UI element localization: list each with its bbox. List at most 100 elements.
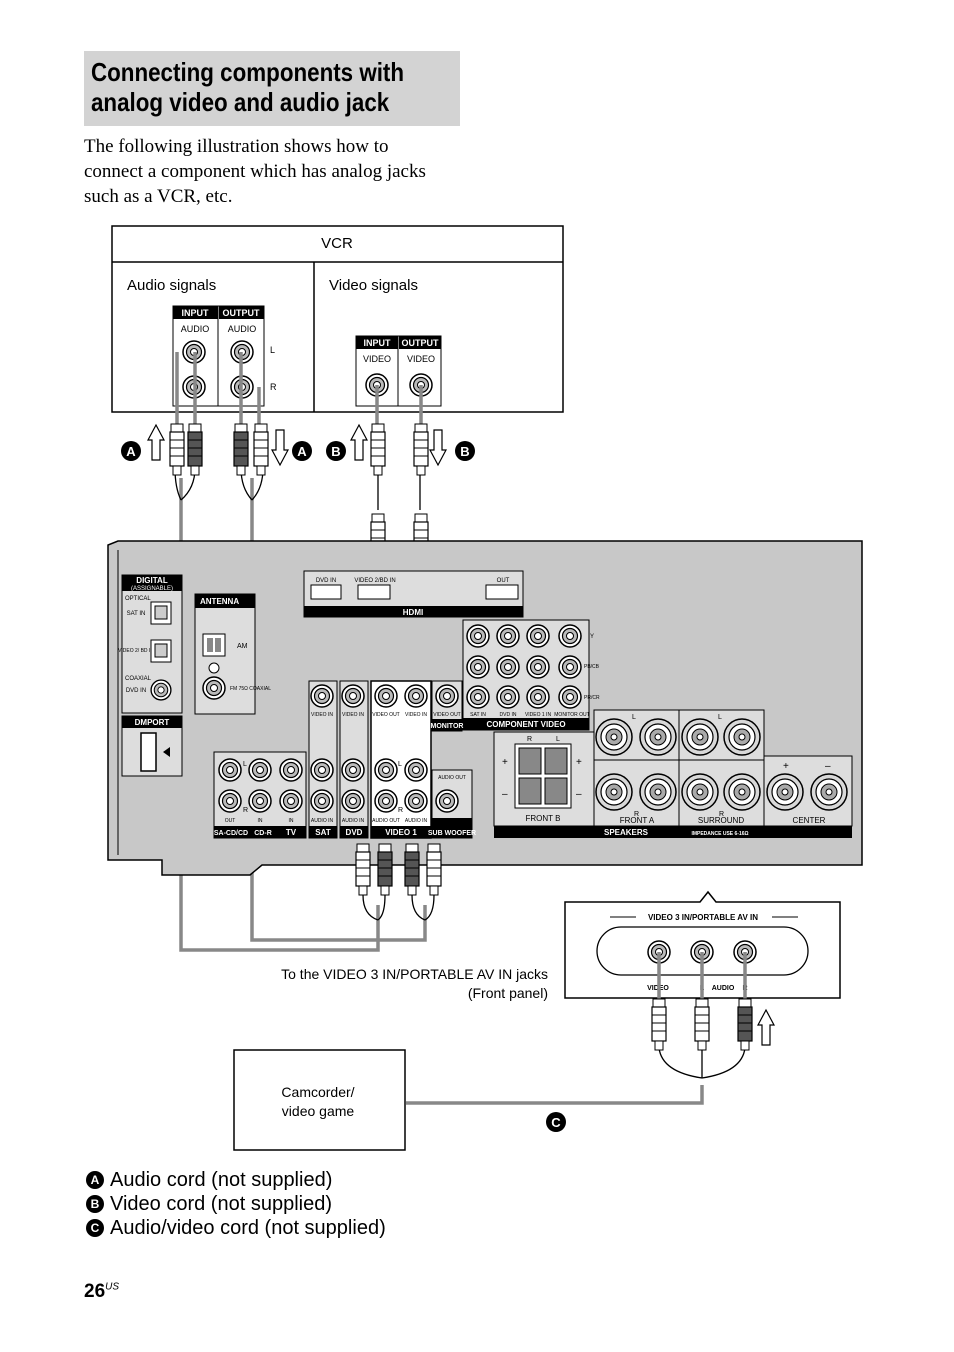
coaxial-dvd-in-label: DVD IN	[126, 688, 146, 694]
sat-video-in-label: VIDEO IN	[311, 712, 333, 718]
am-label: AM	[237, 643, 248, 650]
vcr-title: VCR	[321, 235, 353, 252]
vcr-audio-output-label: OUTPUT	[223, 308, 261, 318]
legend-item: B Video cord (not supplied)	[86, 1192, 386, 1216]
center-label: CENTER	[793, 816, 826, 825]
front-panel: VIDEO 3 IN/PORTABLE AV IN VIDEO L AUDIO …	[564, 890, 841, 999]
surround-right-label: R	[719, 811, 724, 818]
legend-marker: A	[86, 1171, 104, 1189]
front-b-minus-left: –	[502, 789, 508, 800]
legend-marker: C	[86, 1219, 104, 1237]
comp-sat-in-label: SAT IN	[470, 712, 486, 718]
vcr-audio-input-label: INPUT	[182, 308, 210, 318]
vcr-video-input-label: INPUT	[364, 338, 392, 348]
legend-item: C Audio/video cord (not supplied)	[86, 1216, 386, 1240]
section-title-box: Connecting components with analog video …	[84, 51, 460, 126]
center-minus-label: –	[825, 761, 831, 772]
component-video-label: COMPONENT VIDEO	[486, 720, 565, 729]
marker-c: C	[546, 1112, 566, 1132]
hdmi-out-label: OUT	[497, 578, 510, 584]
svg-text:A: A	[126, 444, 136, 459]
vcr-audio-in-text: AUDIO	[181, 324, 210, 334]
video1-right-label: R	[398, 807, 403, 814]
video1-label: VIDEO 1	[385, 828, 417, 837]
front-b-label: FRONT B	[526, 814, 561, 823]
surround-left-label: L	[718, 714, 722, 721]
intro-line: such as a VCR, etc.	[84, 186, 233, 207]
coaxial-label: COAXIAL	[125, 676, 152, 682]
cord-legend: A Audio cord (not supplied) B Video cord…	[86, 1168, 386, 1240]
svg-text:C: C	[551, 1115, 561, 1130]
legend-item: A Audio cord (not supplied)	[86, 1168, 386, 1192]
intro-line: The following illustration shows how to	[84, 136, 389, 157]
marker-a-right: A	[292, 441, 312, 461]
monitor-video-out-label: VIDEO OUT	[433, 712, 461, 718]
front-a-left-label: L	[632, 714, 636, 721]
page-number: 26US	[84, 1281, 119, 1303]
antenna-label: ANTENNA	[200, 597, 239, 606]
vcr-video-out-text: VIDEO	[407, 354, 435, 364]
video1-video-in-label: VIDEO IN	[405, 712, 427, 718]
front-panel-caption-line1: To the VIDEO 3 IN/PORTABLE AV IN jacks	[281, 966, 548, 982]
assignable-label: (ASSIGNABLE)	[131, 586, 173, 592]
sacd-cd-label: SA-CD/CD	[214, 830, 248, 837]
sat-label: SAT	[315, 828, 331, 837]
camcorder-label-line1: Camcorder/	[281, 1084, 354, 1100]
sat-audio-in-label: AUDIO IN	[311, 818, 334, 824]
vcr-panel: VCR Audio signals Video signals INPUT OU…	[111, 225, 564, 413]
hdmi-label: HDMI	[403, 608, 423, 617]
dvd-audio-in-label: AUDIO IN	[342, 818, 365, 824]
intro-paragraph: The following illustration shows how to …	[84, 134, 464, 209]
dvd-video-in-label: VIDEO IN	[342, 712, 364, 718]
svg-text:B: B	[460, 444, 469, 459]
sacd-out-label: OUT	[225, 818, 236, 824]
tv-label: TV	[286, 828, 297, 837]
surround-label: SURROUND	[698, 816, 744, 825]
comp-pr-label: PR/CR	[584, 695, 600, 701]
page-number-value: 26	[84, 1281, 106, 1302]
legend-text: Audio cord (not supplied)	[110, 1169, 333, 1191]
camcorder-box: Camcorder/ video game	[233, 1049, 406, 1151]
video-signals-label: Video signals	[329, 277, 418, 294]
hdmi-video2-bd-in-label: VIDEO 2/BD IN	[354, 578, 395, 584]
comp-monitor-out-label: MONITOR OUT	[554, 712, 589, 718]
marker-b-right: B	[455, 441, 475, 461]
front-b-plus-right: +	[576, 757, 582, 768]
camcorder-label-line2: video game	[282, 1103, 355, 1119]
front-panel-caption-line2: (Front panel)	[468, 985, 548, 1001]
vcr-right-label: R	[270, 382, 277, 392]
front-b-left-label: L	[556, 736, 560, 743]
section-title: Connecting components with analog video …	[91, 57, 405, 117]
analog-left-label: L	[243, 761, 247, 768]
marker-b-left: B	[326, 441, 346, 461]
analog-right-label: R	[243, 807, 248, 814]
comp-pb-label: PB/CB	[584, 664, 600, 670]
tv-in-label: IN	[289, 818, 294, 824]
hdmi-dvd-in-label: DVD IN	[316, 578, 336, 584]
video1-video-out-label: VIDEO OUT	[372, 712, 400, 718]
sub-woofer-label: SUB WOOFER	[428, 830, 476, 837]
speakers-label: SPEAKERS	[604, 828, 649, 837]
fm-label: FM 75Ω COAXIAL	[230, 686, 271, 692]
svg-text:A: A	[297, 444, 307, 459]
receiver-rear-panel: DIGITAL (ASSIGNABLE) OPTICAL SAT IN VIDE…	[107, 540, 863, 876]
legend-text: Audio/video cord (not supplied)	[110, 1217, 386, 1239]
vcr-audio-out-text: AUDIO	[228, 324, 257, 334]
vcr-left-label: L	[270, 345, 275, 355]
front-panel-title: VIDEO 3 IN/PORTABLE AV IN	[648, 913, 758, 922]
optical-label: OPTICAL	[125, 596, 151, 602]
impedance-label: IMPEDANCE USE 6-16Ω	[691, 831, 748, 837]
sub-audio-out-label: AUDIO OUT	[438, 775, 466, 781]
cdr-label: CD-R	[254, 830, 272, 837]
comp-video1-in-label: VIDEO 1 IN	[525, 712, 552, 718]
front-b-right-label: R	[527, 736, 532, 743]
legend-text: Video cord (not supplied)	[110, 1193, 332, 1215]
vcr-video-output-label: OUTPUT	[402, 338, 440, 348]
front-a-right-label: R	[634, 811, 639, 818]
monitor-label: MONITOR	[431, 723, 464, 730]
front-b-plus-left: +	[502, 757, 508, 768]
sat-in-label: SAT IN	[127, 611, 146, 617]
video1-audio-out-label: AUDIO OUT	[372, 818, 400, 824]
front-b-minus-right: –	[576, 789, 582, 800]
